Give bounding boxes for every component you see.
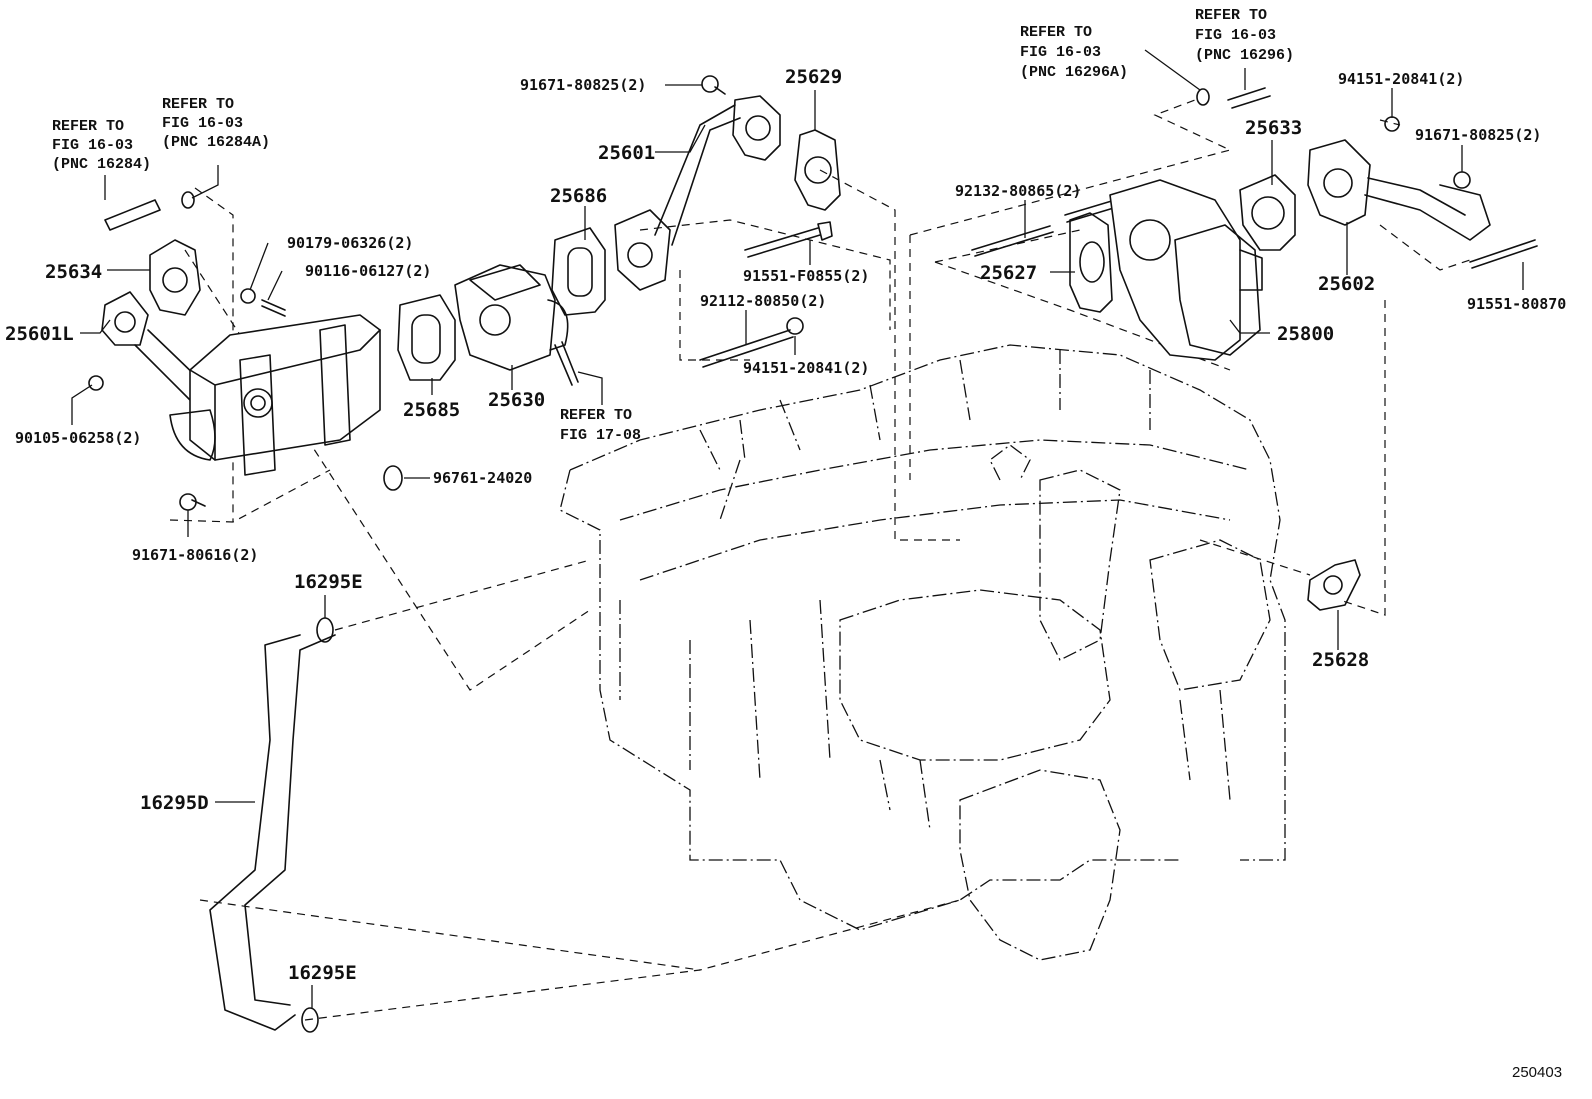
- label-91551-f0855: 91551-F0855(2): [743, 267, 869, 285]
- ref-1708-line1: REFER TO: [560, 407, 632, 424]
- ref-16296a-line2: FIG 16-03: [1020, 44, 1101, 61]
- pipe-25601-icon: [614, 209, 671, 291]
- nut-94151-a-icon: [786, 317, 804, 335]
- bolt-91671-80825-a-icon: [701, 75, 719, 93]
- label-25633: 25633: [1245, 117, 1302, 139]
- label-90105-06258: 90105-06258(2): [15, 429, 141, 447]
- label-94151-20841-b: 94151-20841(2): [1338, 70, 1464, 88]
- gasket-25627-icon: [1069, 212, 1113, 313]
- label-91551-80870: 91551-80870: [1467, 295, 1566, 313]
- pipe-16284-icon: [104, 199, 161, 231]
- engine-block-outline: [559, 344, 1286, 961]
- label-91671-80825-a: 91671-80825(2): [520, 76, 646, 94]
- bolt-91551-f0855-icon: [744, 227, 821, 258]
- part-shapes: [88, 75, 1538, 1033]
- throttle-body-25800-icon: [1109, 179, 1241, 361]
- stud-92132-icon: [971, 225, 1054, 257]
- stud-92112-icon: [699, 329, 794, 368]
- label-25602: 25602: [1318, 273, 1375, 295]
- label-25629: 25629: [785, 66, 842, 88]
- part-labels: 25634 25601L 90179-06326(2) 90116-06127(…: [5, 66, 1566, 984]
- label-94151-20841-a: 94151-20841(2): [743, 359, 869, 377]
- label-25628: 25628: [1312, 649, 1369, 671]
- gasket-25629-icon: [794, 129, 841, 211]
- stud-90116-icon: [261, 299, 286, 317]
- nut-90179-icon: [240, 288, 256, 304]
- label-91671-80825-b: 91671-80825(2): [1415, 126, 1541, 144]
- ref-16284-line2: FIG 16-03: [52, 137, 133, 154]
- label-16295e-top: 16295E: [294, 571, 363, 593]
- label-25685: 25685: [403, 399, 460, 421]
- gasket-25633-icon: [1239, 174, 1296, 251]
- label-90179-06326: 90179-06326(2): [287, 234, 413, 252]
- hose-16295d-icon: [209, 634, 336, 1031]
- bolt-91551-80870-icon: [1469, 239, 1538, 269]
- oring-96761-icon: [383, 465, 403, 491]
- label-25601l: 25601L: [5, 323, 74, 345]
- pipe-25602-icon: [1307, 139, 1371, 226]
- ref-16284a-line1: REFER TO: [162, 96, 234, 113]
- egr-valve-25630-icon: [454, 264, 556, 371]
- clamp-16284a-icon: [181, 191, 195, 209]
- label-25627: 25627: [980, 262, 1037, 284]
- ref-16284a-line3: (PNC 16284A): [162, 134, 270, 151]
- label-25686: 25686: [550, 185, 607, 207]
- bolt-90105-icon: [88, 375, 104, 391]
- ref-16296a-line3: (PNC 16296A): [1020, 64, 1128, 81]
- clamp-16296a-icon: [1196, 88, 1210, 106]
- leader-lines: [71, 49, 1524, 1008]
- label-92132-80865: 92132-80865(2): [955, 182, 1081, 200]
- refer-callouts: REFER TO FIG 16-03 (PNC 16284) REFER TO …: [52, 7, 1294, 444]
- pipe-16296-icon: [1227, 87, 1271, 109]
- ref-16284-line1: REFER TO: [52, 118, 124, 135]
- gasket-25628-icon: [1307, 559, 1361, 611]
- label-25630: 25630: [488, 389, 545, 411]
- bolt-91671-80616-icon: [179, 493, 197, 511]
- label-25800: 25800: [1277, 323, 1334, 345]
- label-16295e-bottom: 16295E: [288, 962, 357, 984]
- ref-16284a-line2: FIG 16-03: [162, 115, 243, 132]
- ref-16296-line2: FIG 16-03: [1195, 27, 1276, 44]
- figure-id: 250403: [1512, 1064, 1562, 1081]
- bolt-91671-80825-b-icon: [1453, 171, 1471, 189]
- pipe-25601l-icon: [101, 291, 149, 346]
- gasket-25686-icon: [551, 227, 606, 316]
- ref-1708-line2: FIG 17-08: [560, 427, 641, 444]
- label-25601: 25601: [598, 142, 655, 164]
- hose-17-08-icon: [554, 341, 579, 386]
- clamp-16295e-bottom-icon: [301, 1007, 319, 1033]
- label-96761-24020: 96761-24020: [433, 469, 532, 487]
- label-25634: 25634: [45, 261, 102, 283]
- ref-16296-line3: (PNC 16296): [1195, 47, 1294, 64]
- ref-16296a-line1: REFER TO: [1020, 24, 1092, 41]
- ref-16284-line3: (PNC 16284): [52, 156, 151, 173]
- ref-16296-line1: REFER TO: [1195, 7, 1267, 24]
- label-92112-80850: 92112-80850(2): [700, 292, 826, 310]
- gasket-25634-icon: [149, 239, 201, 316]
- label-16295d: 16295D: [140, 792, 209, 814]
- label-90116-06127: 90116-06127(2): [305, 262, 431, 280]
- gasket-25685-icon: [397, 294, 456, 381]
- egr-cooler-icon: [189, 314, 381, 461]
- label-91671-80616: 91671-80616(2): [132, 546, 258, 564]
- clamp-16295e-top-icon: [316, 617, 334, 643]
